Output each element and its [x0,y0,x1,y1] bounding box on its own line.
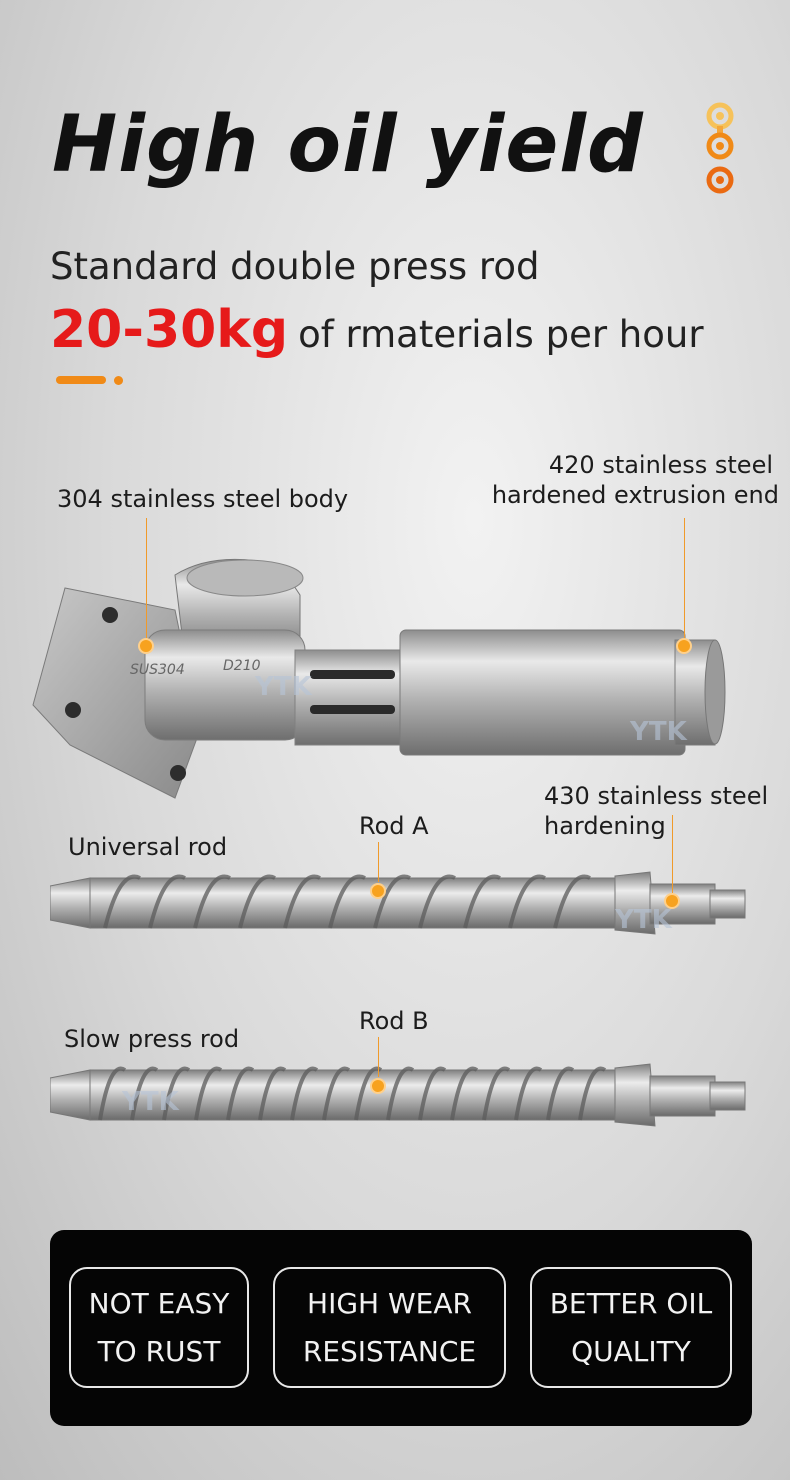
size-engraving: D210 [223,658,261,674]
subtitle: Standard double press rod [50,245,540,288]
leader-line [146,518,147,638]
press-body-illustration: SUS304 D210 YTK YTK [32,558,726,799]
callout-marker [664,893,680,909]
capacity-highlight: 20-30kg [50,300,289,360]
leader-line [378,1037,379,1077]
label-rod-a: Rod A [359,812,429,840]
label-rod-b: Rod B [359,1007,429,1035]
accent-dot [114,376,123,385]
feature-wear-resistance: HIGH WEAR RESISTANCE [273,1267,506,1388]
callout-hardening-line1: 430 stainless steel [544,782,769,810]
leader-line [672,815,673,893]
accent-bar [56,376,106,384]
leader-line [378,842,379,882]
callout-marker [676,638,692,654]
callout-body: 304 stainless steel body [57,485,349,513]
slow-press-rod-illustration: YTK [50,1063,746,1127]
watermark: YTK [614,905,673,935]
label-universal-rod: Universal rod [68,833,228,861]
leader-line [684,518,685,638]
callout-extrusion-line1: 420 stainless steel [548,451,773,479]
callout-extrusion-line2: hardened extrusion end [491,481,779,509]
feature-line: NOT EASY [88,1286,230,1320]
feature-line: TO RUST [97,1334,221,1368]
watermark: YTK [629,717,688,747]
callout-hardening-line2: hardening [544,812,666,840]
watermark: YTK [121,1087,180,1117]
feature-line: QUALITY [571,1334,691,1368]
feature-line: BETTER OIL [549,1286,713,1320]
callout-marker [138,638,154,654]
page-title: High oil yield [52,100,644,190]
feature-line: RESISTANCE [302,1334,477,1368]
capacity-text: of rmaterials per hour [298,313,704,356]
callout-marker [370,1078,386,1094]
body-engraving: SUS304 [130,662,185,678]
chain-icon [706,102,734,194]
feature-oil-quality: BETTER OIL QUALITY [530,1267,732,1388]
watermark: YTK [254,672,313,702]
feature-panel: NOT EASY TO RUST HIGH WEAR RESISTANCE BE… [50,1230,752,1426]
universal-rod-illustration: YTK [50,871,746,935]
feature-line: HIGH WEAR [307,1286,472,1320]
callout-marker [370,883,386,899]
label-slow-press-rod: Slow press rod [64,1025,240,1053]
feature-rust-resistance: NOT EASY TO RUST [69,1267,249,1388]
